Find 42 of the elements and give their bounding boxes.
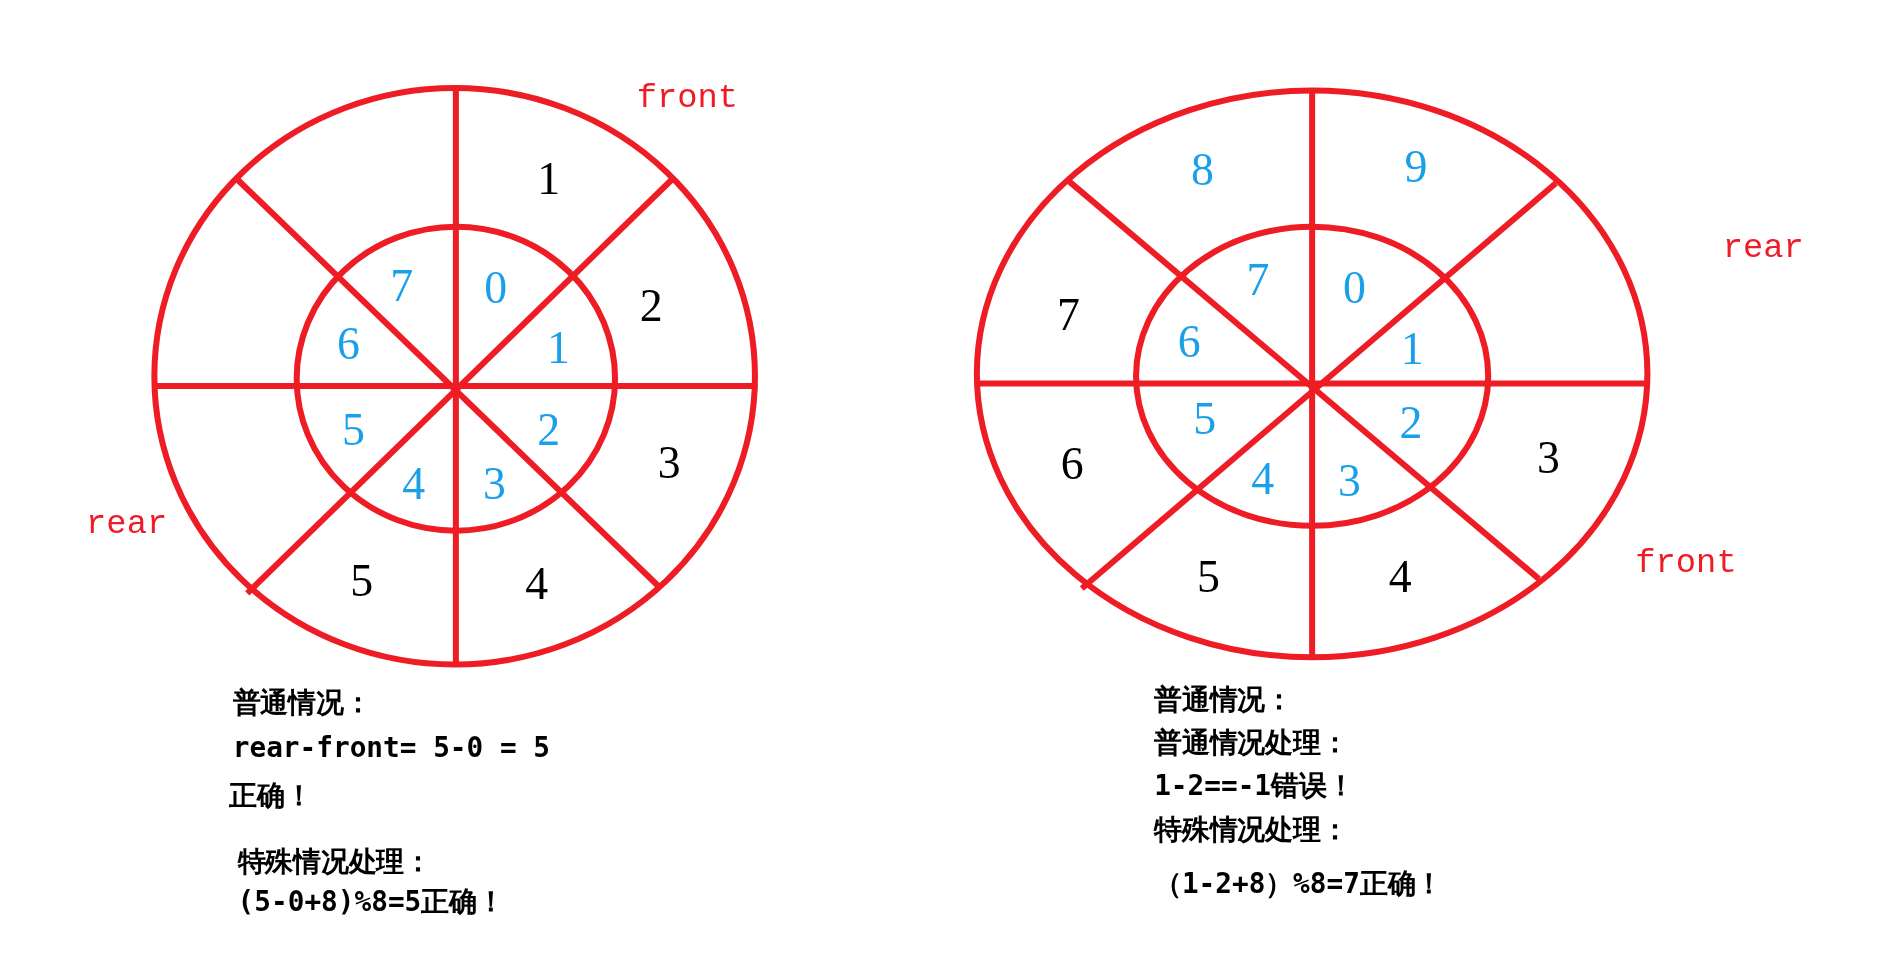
slot-number: 3	[1338, 457, 1361, 503]
slot-number: 6	[337, 320, 360, 367]
slot-number: 3	[483, 460, 506, 507]
note-text: 特殊情况处理：	[237, 848, 432, 877]
slot-number: 3	[1537, 434, 1560, 480]
note-text: 特殊情况处理：	[1154, 815, 1349, 844]
slot-number: 2	[639, 282, 663, 329]
slot-number: 7	[390, 262, 414, 309]
slot-number: 1	[546, 324, 570, 371]
note-text: 普通情况：	[1154, 685, 1293, 714]
slot-number: 5	[1196, 553, 1220, 600]
pointer-label: rear	[1722, 231, 1804, 266]
slot-number: 5	[1193, 395, 1217, 442]
slot-number: 4	[525, 560, 549, 607]
slot-number: 2	[1399, 399, 1423, 445]
slot-number: 4	[1388, 553, 1412, 600]
slot-number: 7	[1246, 256, 1270, 303]
slot-number: 7	[1057, 291, 1080, 338]
slot-number: 4	[402, 460, 426, 507]
pointer-label: front	[636, 82, 739, 116]
slot-number: 2	[537, 406, 561, 453]
note-text: 正确！	[229, 782, 313, 810]
slot-number: 9	[1404, 143, 1428, 190]
slot-number: 6	[1177, 318, 1201, 365]
slot-number: 6	[1060, 440, 1084, 486]
slot-number: 1	[1400, 325, 1424, 372]
slot-number: 8	[1190, 145, 1214, 192]
slot-number: 5	[341, 406, 365, 453]
note-text: （1-2+8）%8=7正确！	[1154, 870, 1444, 898]
note-text: (5-0+8)%8=5正确！	[237, 888, 505, 916]
slot-number: 5	[350, 557, 374, 603]
note-text: rear-front= 5-0 = 5	[232, 733, 551, 762]
slot-number: 1	[537, 155, 561, 202]
slot-number: 4	[1251, 455, 1275, 502]
note-text: 普通情况：	[232, 689, 372, 717]
note-text: 普通情况处理：	[1154, 729, 1349, 757]
slot-number: 0	[1342, 264, 1366, 310]
pointer-label: front	[1635, 546, 1737, 581]
note-text: 1-2==-1错误！	[1154, 772, 1355, 801]
pointer-label: rear	[86, 507, 168, 542]
slot-number: 0	[484, 264, 508, 310]
slot-number: 3	[657, 439, 681, 485]
